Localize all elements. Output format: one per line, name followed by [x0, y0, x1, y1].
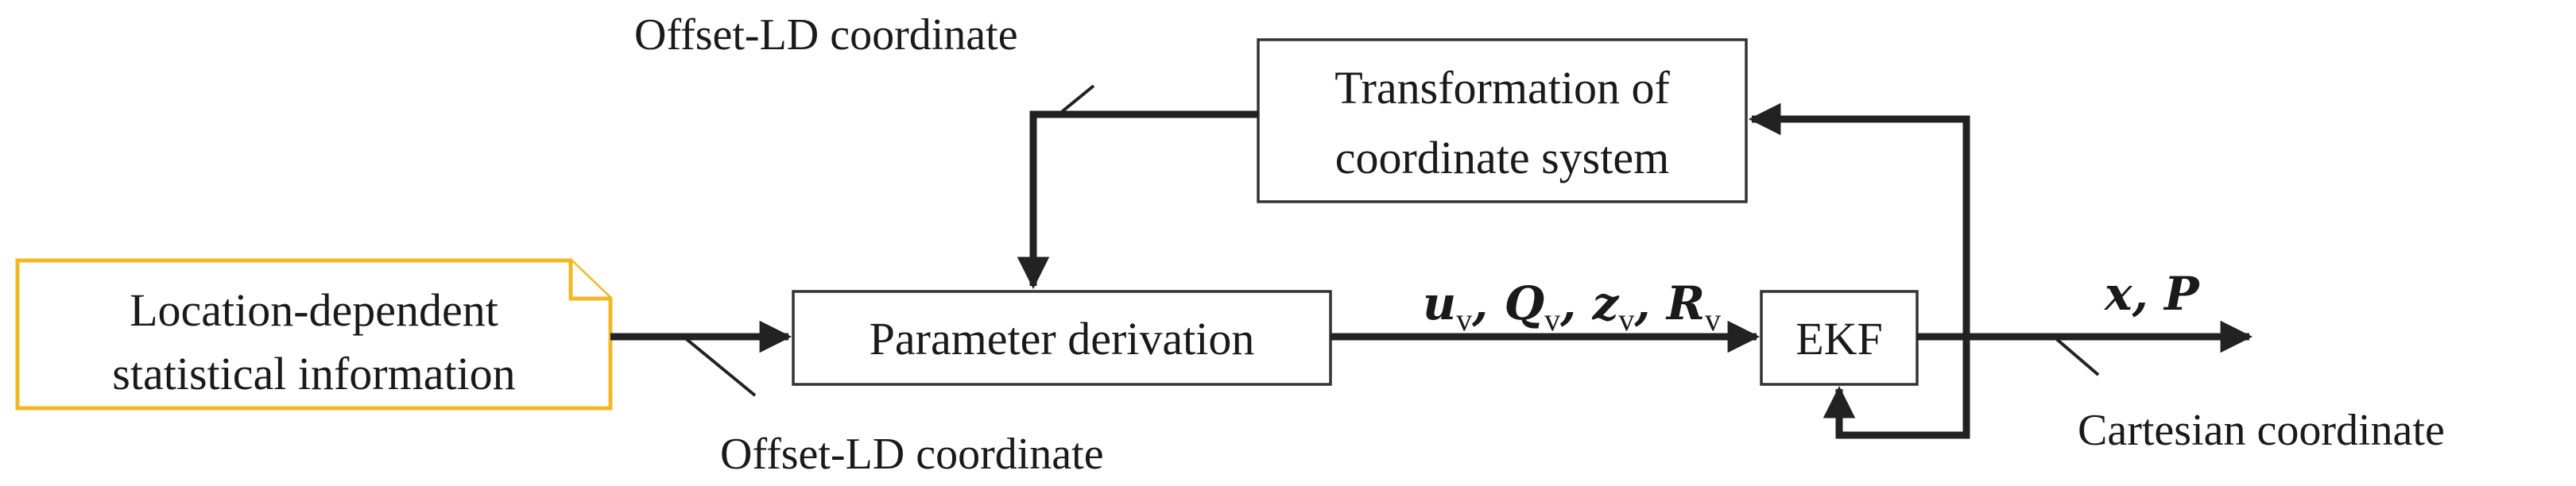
top-offset-annotation: Offset-LD coordinate — [634, 10, 1018, 60]
signal-r-subscript: v — [1705, 302, 1721, 338]
signal-z: z — [1591, 276, 1619, 330]
signal-separator: , — [2132, 267, 2164, 321]
ekf-box — [1760, 290, 1919, 386]
transformation-line-2: coordinate system — [1335, 132, 1669, 183]
ekf-label: EKF — [1795, 313, 1883, 364]
signal-x: x — [2103, 267, 2133, 321]
signal-p: P — [2163, 267, 2200, 321]
transformation-line-1: Transformation of — [1334, 62, 1670, 114]
arrow-output-to-transform — [1748, 102, 1970, 337]
signal-q: Q — [1505, 276, 1545, 330]
note-shape — [15, 258, 613, 411]
source-note: Location-dependent statistical informati… — [15, 258, 613, 411]
ekf-output-signals: x, P — [2103, 267, 2200, 321]
signal-r: R — [1665, 276, 1705, 330]
source-line-2: statistical information — [112, 348, 515, 399]
ekf-input-signals: uv, Qv, zv, Rv — [1423, 276, 1721, 338]
signal-u-subscript: v — [1456, 302, 1472, 338]
parameter-derivation-box — [792, 290, 1332, 386]
cartesian-annotation: Cartesian coordinate — [2078, 406, 2445, 455]
cartesian-leader — [2052, 335, 2100, 376]
signal-separator: , — [1471, 276, 1504, 330]
signal-separator: , — [1633, 276, 1666, 330]
transformation-block: Transformation of coordinate system — [1257, 38, 1748, 203]
parameter-derivation-label: Parameter derivation — [870, 313, 1255, 364]
signal-u: u — [1423, 276, 1456, 330]
signal-separator: , — [1559, 276, 1592, 330]
arrow-ekf-feedback — [1823, 337, 1970, 439]
bottom-offset-annotation: Offset-LD coordinate — [720, 430, 1104, 479]
note-fold — [568, 260, 610, 301]
signal-q-subscript: v — [1544, 302, 1560, 338]
signal-z-subscript: v — [1618, 302, 1634, 338]
top-offset-leader — [1057, 84, 1095, 116]
parameter-derivation-block: Parameter derivation — [792, 290, 1332, 386]
ekf-block: EKF — [1760, 290, 1919, 386]
source-line-1: Location-dependent — [130, 284, 498, 336]
bottom-offset-leader — [682, 335, 757, 397]
arrow-transform-to-param — [1017, 110, 1258, 290]
transformation-box — [1257, 38, 1748, 203]
